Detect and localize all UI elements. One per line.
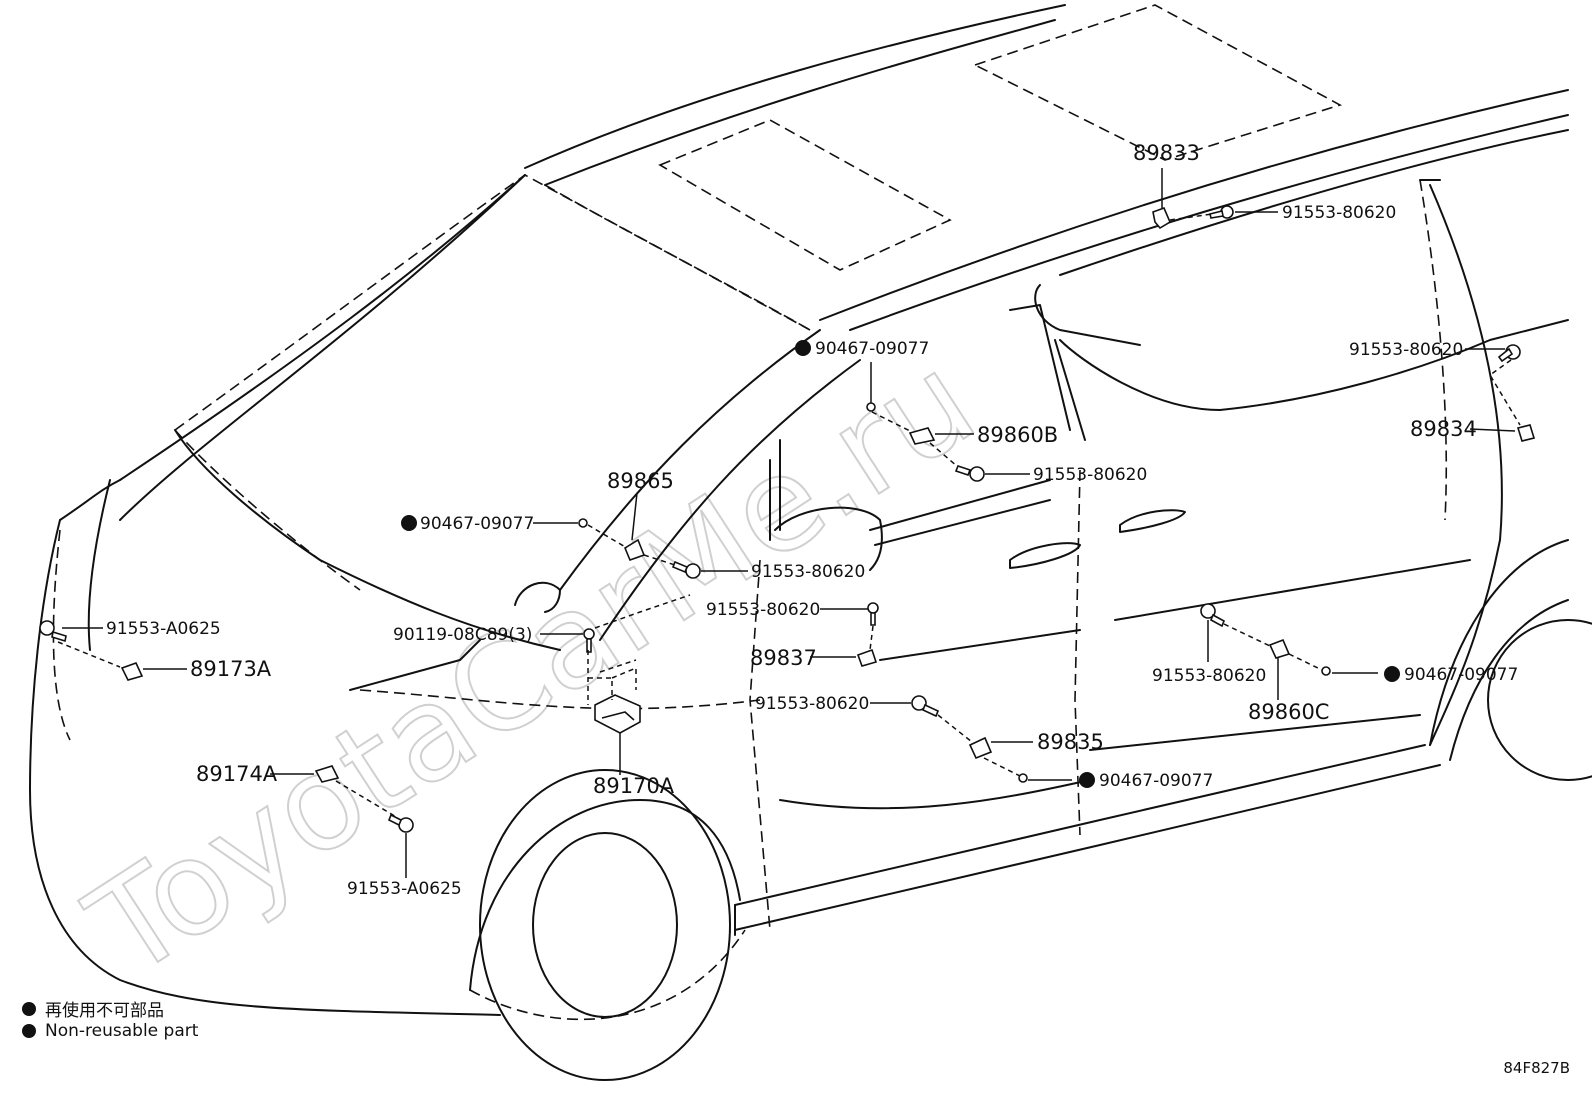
part-label-91553-80620: 91553-80620	[1282, 203, 1396, 223]
non-reusable-dot	[22, 1001, 36, 1016]
part-label-91553-80620: 91553-80620	[1033, 465, 1147, 485]
part-label-91553-80620: 91553-80620	[751, 562, 865, 582]
legend-text: Non-reusable part	[45, 1021, 199, 1041]
part-label-91553-a0625: 91553-A0625	[106, 619, 221, 639]
part-label-89833: 89833	[1133, 141, 1200, 165]
diagram-code: 84F827B	[1503, 1059, 1570, 1077]
part-label-90467-09077: 90467-09077	[1404, 665, 1518, 685]
non-reusable-dot	[401, 515, 417, 531]
part-label-89170a: 89170A	[593, 774, 675, 798]
non-reusable-dot	[795, 340, 811, 356]
legend-non-reusable-jp: 再使用不可部品	[22, 996, 164, 1021]
part-label-89837: 89837	[750, 646, 817, 670]
part-label-90467-09077: 90467-09077	[420, 514, 534, 534]
non-reusable-dot	[22, 1024, 36, 1038]
part-label-90119-08c89: 90119-08C89(3)	[393, 625, 532, 645]
part-label-89835: 89835	[1037, 730, 1104, 754]
non-reusable-dot	[1079, 772, 1095, 788]
part-label-91553-a0625: 91553-A0625	[347, 879, 462, 899]
vehicle-outline	[29, 4, 1592, 1081]
part-label-89173a: 89173A	[190, 657, 272, 681]
part-label-89860b: 89860B	[977, 423, 1058, 447]
leader-lines	[57, 168, 1521, 878]
legend-non-reusable-en: Non-reusable part	[22, 1021, 198, 1041]
part-glyphs	[39, 205, 1536, 833]
part-label-90467-09077: 90467-09077	[1099, 771, 1213, 791]
part-label-91553-80620: 91553-80620	[1349, 340, 1463, 360]
part-label-89174a: 89174A	[196, 762, 278, 786]
hidden-body-lines	[52, 4, 1448, 1021]
part-label-91553-80620: 91553-80620	[755, 694, 869, 714]
part-label-91553-80620: 91553-80620	[1152, 666, 1266, 686]
part-label-89834: 89834	[1410, 417, 1477, 441]
legend-text: 再使用不可部品	[45, 1001, 164, 1021]
part-label-89865: 89865	[607, 469, 674, 493]
non-reusable-markers	[401, 340, 1400, 788]
part-label-91553-80620: 91553-80620	[706, 600, 820, 620]
part-label-90467-09077: 90467-09077	[815, 339, 929, 359]
part-label-89860c: 89860C	[1248, 700, 1329, 724]
non-reusable-dot	[1384, 666, 1400, 682]
part-labels: 89833 91553-80620 90467-09077 91553-8062…	[106, 141, 1518, 899]
